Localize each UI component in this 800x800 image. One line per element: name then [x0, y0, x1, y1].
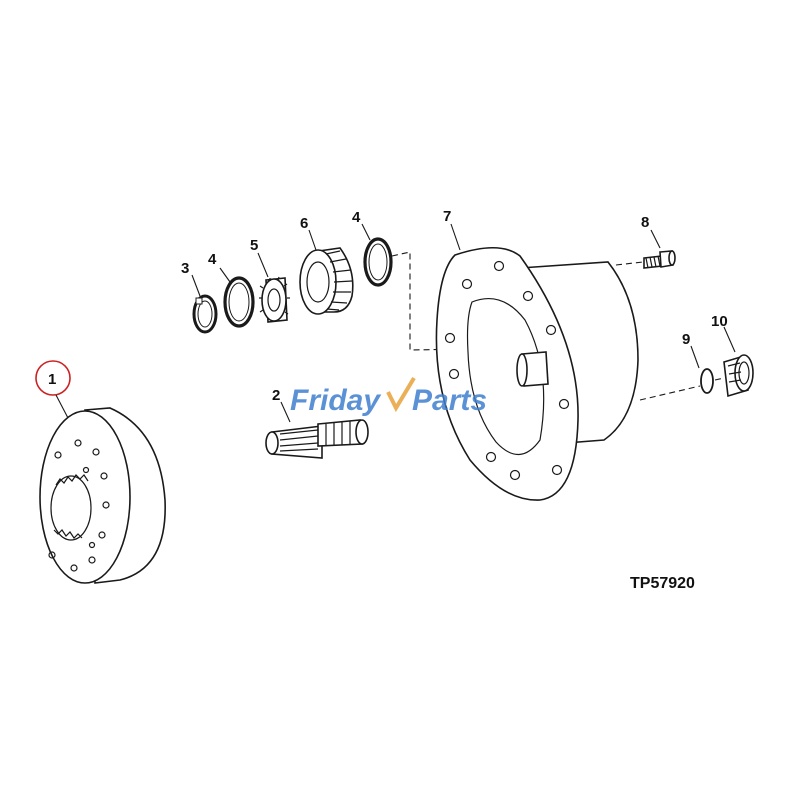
callout-7: 7	[443, 208, 451, 225]
callout-5: 5	[250, 237, 258, 254]
watermark-parts: Parts	[412, 384, 487, 417]
part-7-hub-housing	[435, 246, 639, 501]
callout-4-left: 4	[208, 251, 217, 268]
callout-9: 9	[682, 331, 690, 348]
callout-1: 1	[48, 371, 56, 388]
part-9-o-ring	[700, 368, 714, 394]
callout-3: 3	[181, 260, 189, 277]
callout-2: 2	[272, 387, 280, 404]
fridayparts-watermark: Friday Parts	[290, 376, 487, 417]
watermark-check-mark-icon	[386, 376, 416, 413]
part-5-gear	[259, 276, 290, 323]
part-1-gear-hub	[39, 407, 166, 584]
part-6-gear-sleeve	[299, 247, 354, 315]
part-4-retaining-ring-right	[363, 237, 393, 287]
assembly-line-bolt	[615, 261, 644, 266]
part-4-retaining-ring-left	[223, 276, 255, 328]
callout-6: 6	[300, 215, 308, 232]
callout-1-highlight-circle	[35, 360, 71, 396]
part-10-plug	[723, 354, 754, 398]
assembly-line-plug	[639, 377, 725, 401]
part-3-snap-ring	[192, 294, 218, 334]
callout-4-right: 4	[352, 209, 361, 226]
part-8-bolt	[643, 250, 676, 269]
part-2-splined-shaft	[265, 419, 369, 459]
callout-8: 8	[641, 214, 649, 231]
watermark-friday: Friday	[290, 384, 381, 417]
callout-10: 10	[711, 313, 728, 330]
reference-code: TP57920	[630, 575, 695, 592]
